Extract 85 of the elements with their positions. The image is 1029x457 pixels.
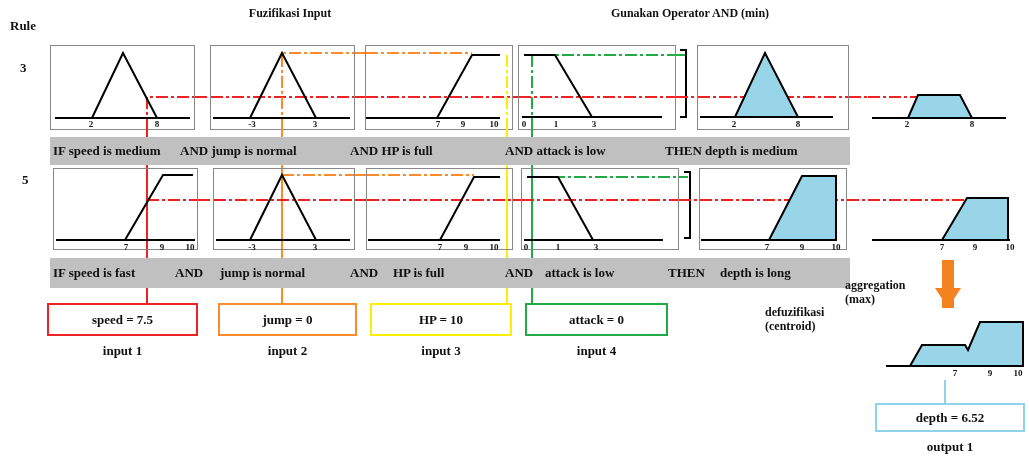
axis-tick-label: 0 [520, 119, 528, 130]
axis-tick-label: 7 [436, 242, 444, 253]
axis-tick-label: 9 [971, 242, 979, 253]
heading: Gunakan Operator AND (min) [609, 6, 771, 21]
rule-text: AND [175, 265, 204, 281]
axis-tick-label: 8 [968, 119, 976, 130]
cut-level-line [354, 199, 367, 201]
rule-text: AND jump is normal [180, 143, 297, 159]
axis-tick-label: 9 [459, 119, 467, 130]
axis-tick-label: -3 [247, 119, 257, 130]
axis-tick-label: 10 [184, 242, 196, 253]
axis-tick-label: 3 [590, 119, 598, 130]
rule-text: AND attack is low [505, 143, 606, 159]
membership-plot [697, 45, 849, 130]
axis-tick-label: 2 [730, 119, 738, 130]
node-label: input 4 [575, 343, 618, 359]
rule-text: depth is long [720, 265, 791, 281]
rule-text: AND HP is full [350, 143, 433, 159]
node-label: input 2 [266, 343, 309, 359]
axis-tick-label: 10 [830, 242, 842, 253]
axis-tick-label: 10 [488, 242, 500, 253]
membership-plot [518, 45, 676, 130]
membership-plot [699, 168, 847, 250]
rule-text: THEN depth is medium [665, 143, 798, 159]
rule-text: THEN [668, 265, 705, 281]
axis-tick-label: 1 [552, 119, 560, 130]
axis-tick-label: 10 [488, 119, 500, 130]
axis-tick-label: 10 [1004, 242, 1016, 253]
annotation: defuzifikasi (centroid) [765, 305, 826, 333]
membership-plot [365, 45, 513, 130]
node-label: output 1 [925, 439, 975, 455]
cut-level-line [848, 96, 869, 98]
output-value-box: depth = 6.52 [875, 403, 1025, 432]
cut-level-line [354, 52, 366, 54]
axis-tick-label: 1 [554, 242, 562, 253]
row-number: 5 [22, 172, 29, 188]
input-value-box: HP = 10 [370, 303, 512, 336]
input-value-box: speed = 7.5 [47, 303, 198, 336]
rule-text: IF speed is medium [53, 143, 161, 159]
connector-line [944, 379, 946, 404]
axis-tick-label: 2 [87, 119, 95, 130]
input-value-box: jump = 0 [218, 303, 357, 336]
row-number: Rule [10, 18, 36, 34]
node-label: input 3 [420, 343, 462, 359]
cut-level-line [678, 199, 700, 201]
axis-tick-label: 7 [122, 242, 130, 253]
axis-tick-label: 7 [763, 242, 771, 253]
axis-tick-label: 2 [903, 119, 911, 130]
annotation: aggregation (max) [845, 278, 907, 306]
membership-plot [521, 168, 679, 250]
axis-tick-label: 3 [311, 242, 319, 253]
axis-tick-label: 7 [938, 242, 946, 253]
row-number: 3 [20, 60, 27, 76]
axis-tick-label: 9 [986, 368, 994, 379]
membership-plot [50, 45, 195, 130]
axis-tick-label: 3 [311, 119, 319, 130]
cut-level-line [512, 96, 519, 98]
cut-level-line [354, 96, 366, 98]
membership-plot [53, 168, 198, 250]
axis-tick-label: 7 [434, 119, 442, 130]
arrow [935, 260, 961, 308]
node-label: input 1 [101, 343, 144, 359]
axis-tick-label: 9 [462, 242, 470, 253]
heading: Fuzifikasi Input [247, 6, 333, 21]
axis-tick-label: 9 [158, 242, 166, 253]
axis-tick-label: 7 [951, 368, 959, 379]
axis-tick-label: -3 [247, 242, 257, 253]
axis-tick-label: 8 [794, 119, 802, 130]
cut-level-line [512, 199, 522, 201]
cut-level-line [354, 174, 367, 176]
axis-tick-label: 9 [798, 242, 806, 253]
membership-plot [366, 168, 513, 250]
axis-tick-label: 8 [153, 119, 161, 130]
rule-text: jump is normal [220, 265, 306, 281]
rule-text: AND [505, 265, 534, 281]
rule-text: AND [350, 265, 379, 281]
rule-text: HP is full [393, 265, 445, 281]
input-value-box: attack = 0 [525, 303, 668, 336]
rule-text: attack is low [545, 265, 615, 281]
axis-tick-label: 10 [1012, 368, 1024, 379]
membership-plot [210, 45, 355, 130]
rule-text: IF speed is fast [53, 265, 136, 281]
axis-tick-label: 3 [592, 242, 600, 253]
axis-tick-label: 0 [522, 242, 530, 253]
membership-plot [213, 168, 355, 250]
